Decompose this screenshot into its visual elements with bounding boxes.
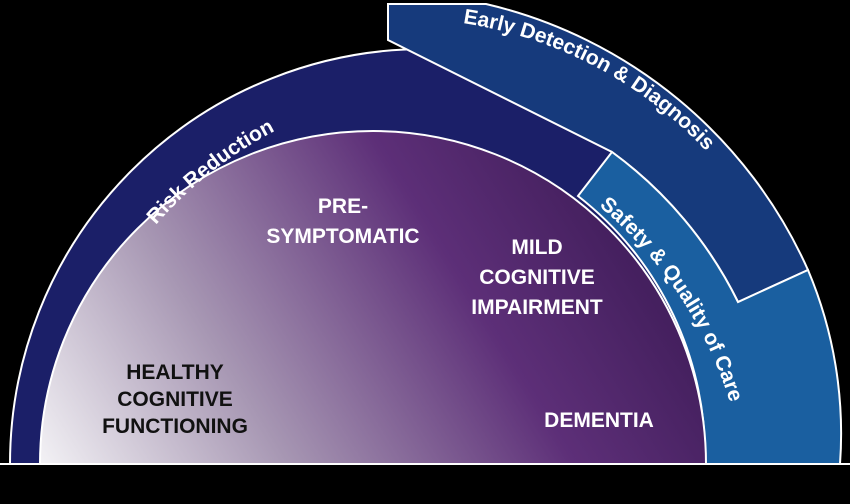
safety-quality-band — [576, 150, 843, 465]
stage-mci-line2: COGNITIVE — [479, 266, 595, 289]
stage-dementia-line1: DEMENTIA — [544, 409, 654, 432]
stage-healthy-line3: FUNCTIONING — [102, 415, 248, 438]
stage-healthy-line2: COGNITIVE — [117, 388, 233, 411]
stage-mci: MILD COGNITIVE IMPAIRMENT — [471, 236, 603, 319]
stage-presymptomatic: PRE- SYMPTOMATIC — [266, 195, 419, 248]
stage-healthy: HEALTHY COGNITIVE FUNCTIONING — [102, 361, 248, 438]
stage-dementia: DEMENTIA — [544, 409, 654, 432]
stage-presymptomatic-line1: PRE- — [318, 195, 368, 218]
stage-mci-line1: MILD — [511, 236, 562, 259]
inner-stage-area — [38, 130, 708, 465]
stage-mci-line3: IMPAIRMENT — [471, 296, 603, 319]
stage-healthy-line1: HEALTHY — [126, 361, 224, 384]
stage-presymptomatic-line2: SYMPTOMATIC — [266, 225, 419, 248]
